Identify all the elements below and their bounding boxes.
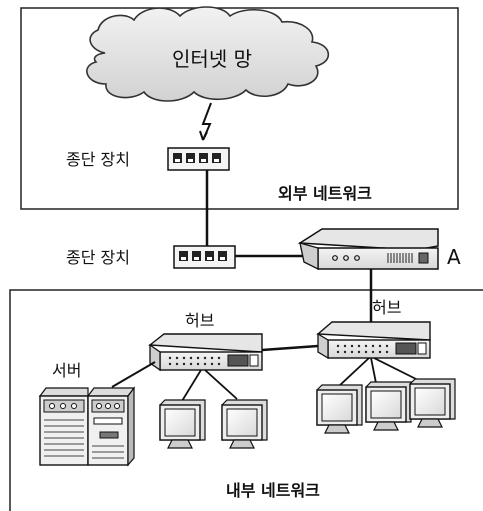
lightning-icon [201,102,212,141]
internal-network-label: 내부 네트워크 [226,481,320,500]
external-network-label: 외부 네트워크 [278,184,372,203]
computer-right-3 [409,378,456,428]
external-network-boundary [20,7,459,210]
terminal-mid-label: 종단 장치 [66,248,130,267]
hub-left [148,333,263,372]
terminal-top-label: 종단 장치 [66,150,130,169]
internal-network-boundary [9,289,483,511]
computer-left-2 [221,399,268,449]
computer-right-1 [316,384,363,434]
hub-right [316,321,431,360]
server-rack [38,386,136,467]
server-label: 서버 [52,361,81,380]
computer-left-1 [159,399,206,449]
router-letter-label: A [447,245,461,269]
terminal-device-top [167,147,230,171]
computer-right-2 [365,381,412,431]
terminal-device-mid [173,245,236,269]
internet-cloud: 인터넷 망 [86,6,330,102]
hub-right-label: 허브 [372,298,401,317]
router-a [297,228,439,271]
internet-label: 인터넷 망 [172,47,252,71]
hub-left-label: 허브 [185,311,214,330]
